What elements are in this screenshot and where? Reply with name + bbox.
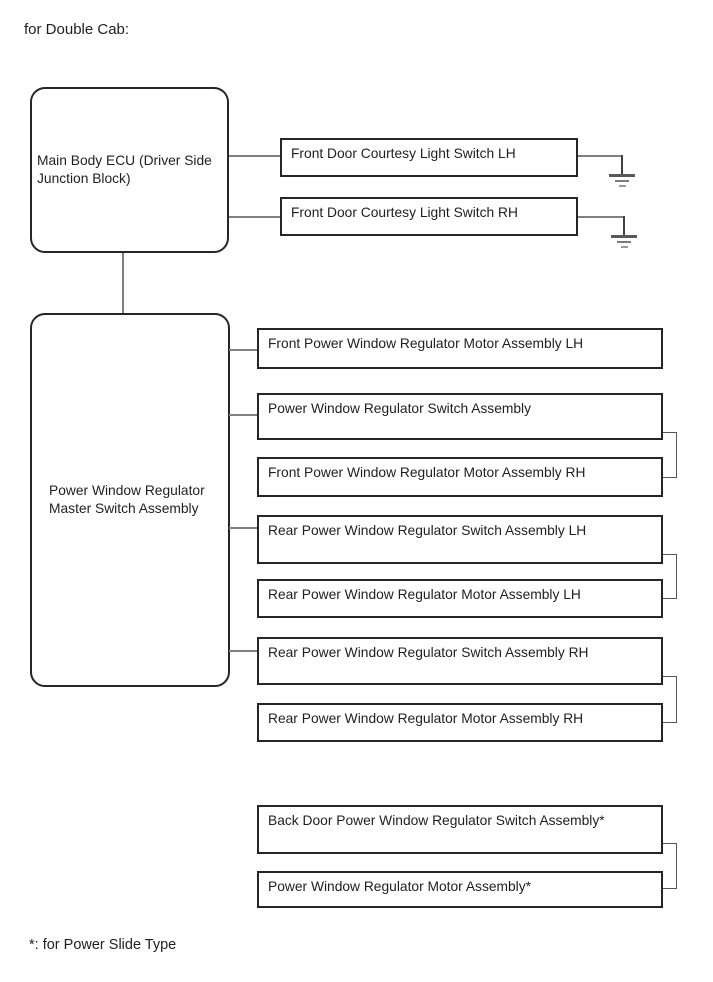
diagram-title: for Double Cab: xyxy=(24,21,130,38)
node-rear-pw-motor-rh: Rear Power Window Regulator Motor Assemb… xyxy=(257,703,663,742)
node-rear-pw-motor-lh: Rear Power Window Regulator Motor Assemb… xyxy=(257,579,663,618)
connector-courtesy-rh-to-ground xyxy=(578,216,624,218)
connector-ecu-to-master xyxy=(122,253,124,313)
connector-master-to-pw-switch xyxy=(229,414,257,416)
connector-courtesy-lh-to-ground xyxy=(578,155,622,157)
ground-bar-2 xyxy=(615,180,629,182)
chain-rear-rh-drop xyxy=(676,676,677,723)
node-master-switch-assembly: Power Window Regulator Master Switch Ass… xyxy=(30,313,230,687)
ground-bar-1 xyxy=(609,174,635,177)
connector-ecu-to-courtesy-rh xyxy=(229,216,280,218)
node-front-pw-motor-rh: Front Power Window Regulator Motor Assem… xyxy=(257,457,663,497)
chain-front-motor-rh-in xyxy=(663,477,677,478)
ground-bar-3 xyxy=(620,246,628,248)
chain-rear-switch-rh-out xyxy=(663,676,677,677)
ground-bar-3 xyxy=(618,185,626,187)
node-main-body-ecu-label: Main Body ECU (Driver Side Junction Bloc… xyxy=(37,153,212,186)
chain-pw-switch-out xyxy=(663,432,677,433)
chain-back-door-drop xyxy=(676,843,677,889)
ground-stem-lh xyxy=(621,155,623,175)
node-pw-switch-assembly: Power Window Regulator Switch Assembly xyxy=(257,393,663,440)
node-main-body-ecu: Main Body ECU (Driver Side Junction Bloc… xyxy=(30,87,229,253)
ground-stem-rh xyxy=(623,216,625,236)
chain-rear-lh-drop xyxy=(676,554,677,599)
node-courtesy-light-switch-rh: Front Door Courtesy Light Switch RH xyxy=(280,197,578,236)
node-front-pw-motor-lh: Front Power Window Regulator Motor Assem… xyxy=(257,328,663,369)
ground-bar-1 xyxy=(611,235,637,238)
node-rear-pw-switch-lh: Rear Power Window Regulator Switch Assem… xyxy=(257,515,663,564)
node-courtesy-light-switch-lh: Front Door Courtesy Light Switch LH xyxy=(280,138,578,177)
connector-master-to-rear-switch-lh xyxy=(229,527,257,529)
ground-bar-2 xyxy=(617,241,631,243)
chain-rear-switch-lh-out xyxy=(663,554,677,555)
node-back-door-pw-switch: Back Door Power Window Regulator Switch … xyxy=(257,805,663,854)
chain-rear-motor-lh-in xyxy=(663,598,677,599)
ground-icon xyxy=(611,235,637,248)
ground-icon xyxy=(609,174,635,187)
chain-back-door-switch-out xyxy=(663,843,677,844)
node-rear-pw-switch-rh: Rear Power Window Regulator Switch Assem… xyxy=(257,637,663,685)
chain-pw-motor-in xyxy=(663,888,677,889)
connector-ecu-to-courtesy-lh xyxy=(229,155,280,157)
connector-master-to-rear-switch-rh xyxy=(229,650,257,652)
node-master-switch-assembly-label: Power Window Regulator Master Switch Ass… xyxy=(49,483,205,516)
node-pw-motor-assembly: Power Window Regulator Motor Assembly* xyxy=(257,871,663,908)
chain-pw-switch-drop xyxy=(676,432,677,478)
diagram-footnote: *: for Power Slide Type xyxy=(29,937,177,953)
chain-rear-motor-rh-in xyxy=(663,722,677,723)
connector-master-to-front-motor-lh xyxy=(229,349,257,351)
